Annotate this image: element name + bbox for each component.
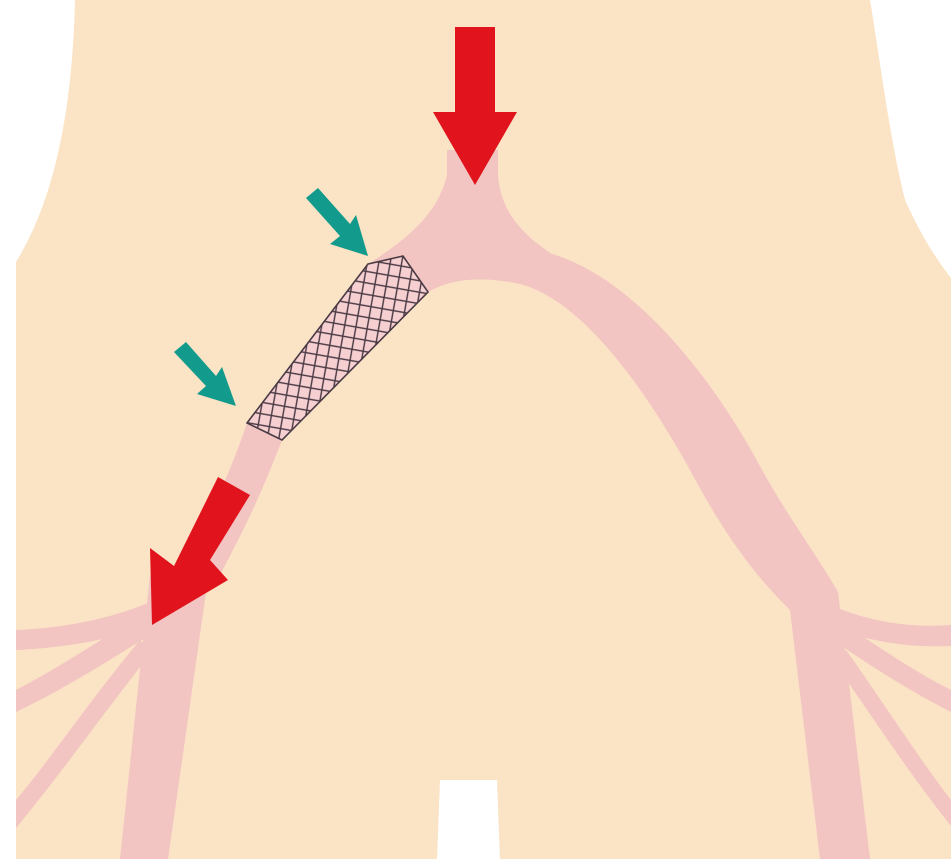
diagram-canvas xyxy=(0,0,951,859)
iliac-stent-illustration xyxy=(0,0,951,859)
